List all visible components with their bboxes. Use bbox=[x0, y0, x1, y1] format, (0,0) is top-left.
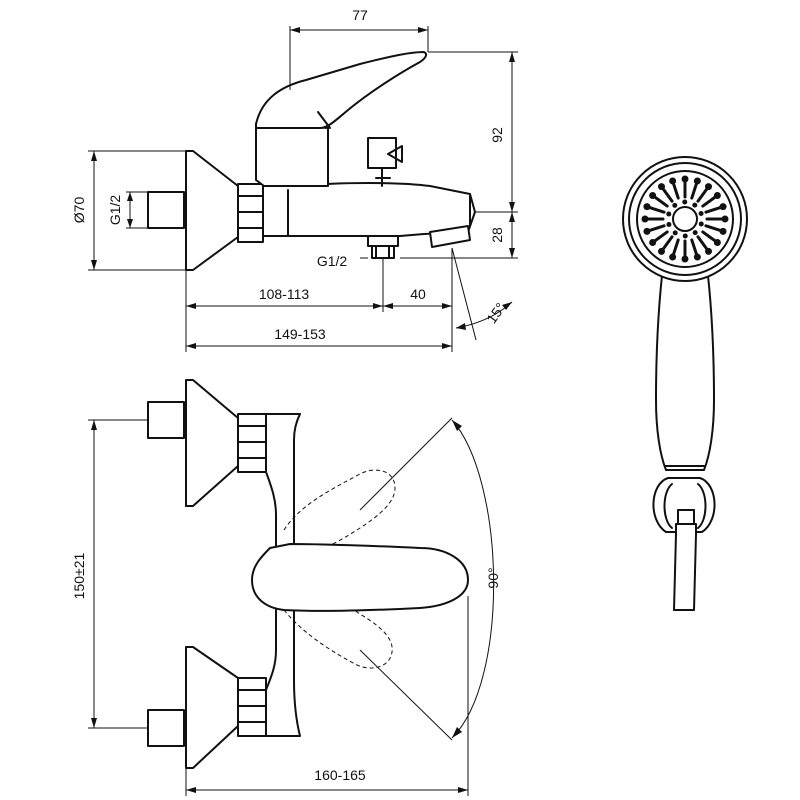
hand-shower-hose bbox=[673, 523, 697, 611]
nozzle bbox=[669, 177, 677, 185]
dim-height-28-label: 28 bbox=[489, 227, 505, 243]
dim-width-160-165-label: 160-165 bbox=[314, 767, 366, 783]
hand-shower-head-center bbox=[672, 206, 698, 232]
dim-centre-distance-label: 150±21 bbox=[71, 552, 87, 599]
nozzle bbox=[705, 183, 713, 191]
dim-angle-90-label: 90° bbox=[485, 567, 501, 588]
nozzle bbox=[649, 239, 657, 247]
nozzle bbox=[713, 239, 721, 247]
dim-height-92-label: 92 bbox=[489, 127, 505, 143]
nozzle bbox=[672, 230, 678, 236]
nozzle bbox=[698, 211, 704, 217]
hand-shower-holder bbox=[652, 477, 716, 533]
nozzle bbox=[643, 203, 651, 211]
nozzle bbox=[721, 215, 729, 223]
front-upper-inlet-nipple bbox=[147, 401, 185, 439]
nozzle bbox=[713, 191, 721, 199]
nozzle bbox=[682, 233, 688, 239]
side-spout-tip bbox=[429, 225, 471, 248]
dim-outlet-thread-label: G1/2 bbox=[317, 253, 348, 269]
nozzle bbox=[649, 191, 657, 199]
side-outlet-connector bbox=[367, 235, 399, 259]
side-view bbox=[147, 51, 476, 271]
nozzle bbox=[692, 202, 698, 208]
nozzle bbox=[641, 215, 649, 223]
side-diverter-knob bbox=[367, 137, 403, 187]
nozzle bbox=[698, 221, 704, 227]
front-handle-rotated-up bbox=[283, 469, 396, 561]
front-view bbox=[147, 379, 469, 769]
front-view-dimensions: 150±21 90° 160-165 bbox=[71, 417, 501, 796]
dim-diameter-label: Ø70 bbox=[71, 197, 87, 224]
nozzle bbox=[643, 227, 651, 235]
side-cartridge-housing bbox=[255, 123, 329, 187]
nozzle bbox=[693, 253, 701, 261]
hand-shower-nozzles bbox=[641, 175, 729, 263]
nozzle bbox=[681, 175, 689, 183]
front-upper-hex-nut bbox=[237, 413, 267, 473]
nozzle bbox=[657, 183, 665, 191]
hand-shower bbox=[622, 156, 748, 611]
nozzle bbox=[666, 211, 672, 217]
nozzle bbox=[693, 177, 701, 185]
nozzle bbox=[705, 247, 713, 255]
side-mixer-body bbox=[262, 182, 476, 237]
dim-length-149-153-label: 149-153 bbox=[274, 326, 326, 342]
hand-shower-handle bbox=[655, 257, 715, 471]
hand-shower-head-outer bbox=[622, 156, 748, 282]
front-lever-handle bbox=[251, 543, 469, 612]
nozzle bbox=[692, 230, 698, 236]
nozzle bbox=[669, 253, 677, 261]
nozzle bbox=[657, 247, 665, 255]
side-hex-nut bbox=[237, 183, 264, 243]
nozzle bbox=[681, 255, 689, 263]
dim-spout-width-label: 77 bbox=[352, 7, 368, 23]
side-inlet-nipple bbox=[147, 191, 185, 229]
side-escutcheon bbox=[185, 150, 239, 271]
front-lower-hex-nut bbox=[237, 677, 267, 737]
nozzle bbox=[672, 202, 678, 208]
nozzle bbox=[682, 199, 688, 205]
front-lower-escutcheon bbox=[185, 646, 239, 769]
dim-length-40-label: 40 bbox=[410, 286, 426, 302]
dim-angle-15-label: 15° bbox=[483, 300, 508, 327]
nozzle bbox=[719, 227, 727, 235]
front-upper-escutcheon bbox=[185, 379, 239, 507]
front-lower-inlet-nipple bbox=[147, 709, 185, 747]
dim-length-108-113-label: 108-113 bbox=[259, 286, 310, 302]
nozzle bbox=[719, 203, 727, 211]
dim-inlet-thread-label: G1/2 bbox=[107, 195, 123, 226]
nozzle bbox=[666, 221, 672, 227]
side-lever-handle bbox=[255, 51, 428, 129]
